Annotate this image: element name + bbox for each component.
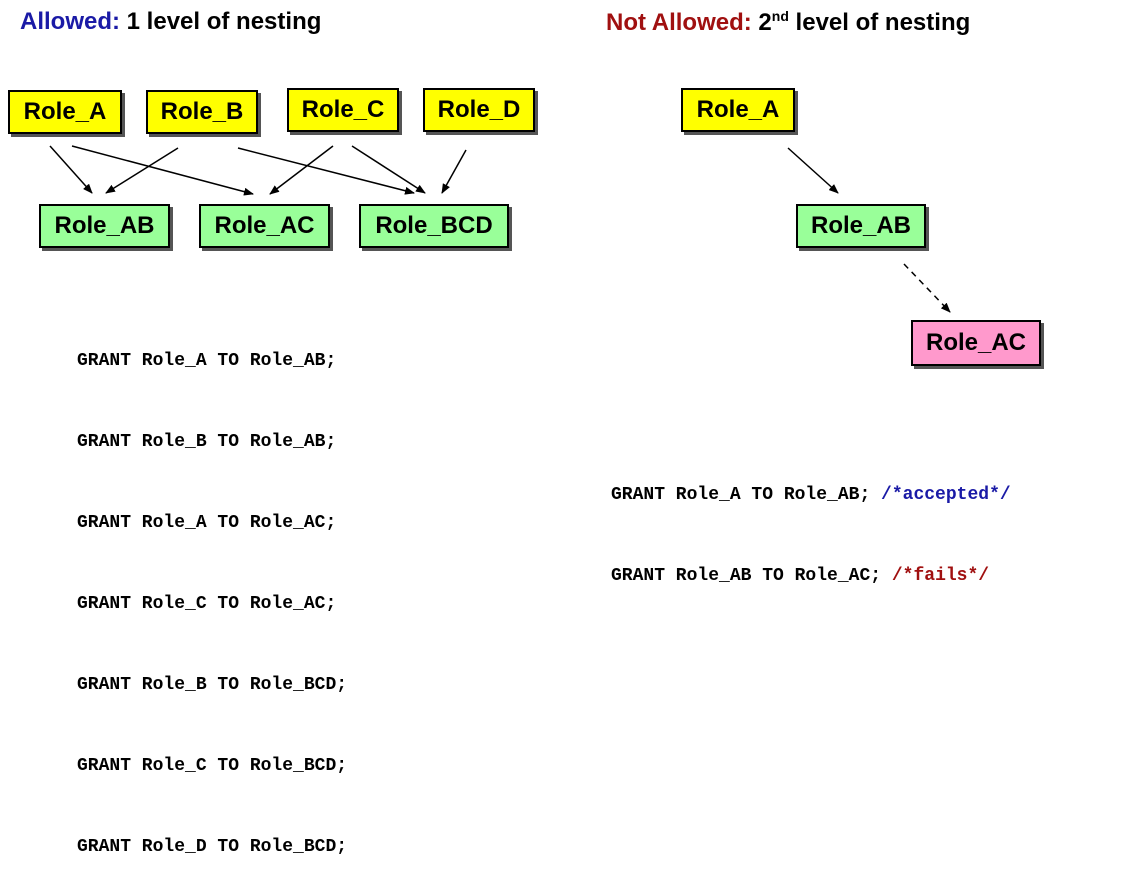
role-box-role-a-right: Role_A bbox=[681, 88, 795, 132]
not-allowed-grant-statements: GRANT Role_A TO Role_AB; /*accepted*/ GR… bbox=[611, 428, 1011, 617]
grant-statement-text: GRANT Role_AB TO Role_AC; bbox=[611, 566, 892, 586]
not-allowed-heading: Not Allowed: 2nd level of nesting bbox=[606, 8, 970, 37]
allowed-heading-text: 1 level of nesting bbox=[120, 8, 322, 35]
arrow-role-a-to-role-ac bbox=[71, 145, 254, 196]
nesting-level-suffix: nd bbox=[771, 8, 789, 24]
role-box-role-d: Role_D bbox=[423, 88, 535, 132]
role-box-role-c: Role_C bbox=[287, 88, 399, 132]
role-box-role-ac-rejected: Role_AC bbox=[911, 320, 1041, 366]
grant-statement: GRANT Role_B TO Role_BCD; bbox=[77, 675, 348, 695]
arrow-role-d-to-role-bcd bbox=[441, 149, 467, 194]
accepted-comment: /*accepted*/ bbox=[881, 485, 1011, 505]
arrow-role-a-to-role-ab bbox=[49, 145, 93, 194]
nesting-level-number: 2 bbox=[751, 9, 772, 36]
grant-statement-accepted: GRANT Role_A TO Role_AB; /*accepted*/ bbox=[611, 482, 1011, 509]
grant-arrows bbox=[49, 145, 951, 313]
arrow-role-c-to-role-ac bbox=[269, 145, 334, 195]
allowed-label: Allowed: bbox=[20, 8, 120, 35]
fails-comment: /*fails*/ bbox=[891, 566, 990, 586]
role-box-role-ac: Role_AC bbox=[199, 204, 330, 248]
grant-statement: GRANT Role_B TO Role_AB; bbox=[77, 432, 337, 452]
arrow-role-ab-to-role-ac-dashed bbox=[903, 263, 951, 313]
grant-statement: GRANT Role_A TO Role_AB; bbox=[77, 351, 337, 371]
not-allowed-heading-text: level of nesting bbox=[788, 9, 971, 36]
arrow-role-b-to-role-ab bbox=[105, 147, 179, 194]
not-allowed-label: Not Allowed: bbox=[606, 9, 752, 36]
grant-statement: GRANT Role_D TO Role_BCD; bbox=[77, 837, 348, 857]
grant-statement-fails: GRANT Role_AB TO Role_AC; /*fails*/ bbox=[611, 563, 1011, 590]
role-box-role-bcd: Role_BCD bbox=[359, 204, 509, 248]
role-box-role-a: Role_A bbox=[8, 90, 122, 134]
grant-statement: GRANT Role_C TO Role_AC; bbox=[77, 594, 337, 614]
allowed-grant-statements: GRANT Role_A TO Role_AB; GRANT Role_B TO… bbox=[77, 294, 347, 888]
role-box-role-b: Role_B bbox=[146, 90, 258, 134]
grant-statement: GRANT Role_C TO Role_BCD; bbox=[77, 756, 348, 776]
grant-statement-text: GRANT Role_A TO Role_AB; bbox=[611, 485, 882, 505]
role-box-role-ab-right: Role_AB bbox=[796, 204, 926, 248]
allowed-heading: Allowed: 1 level of nesting bbox=[20, 8, 321, 36]
arrow-role-c-to-role-bcd bbox=[351, 145, 426, 194]
grant-statement: GRANT Role_A TO Role_AC; bbox=[77, 513, 337, 533]
arrow-role-a-to-role-ab-right bbox=[787, 147, 839, 194]
role-box-role-ab: Role_AB bbox=[39, 204, 170, 248]
arrow-role-b-to-role-bcd bbox=[237, 147, 415, 195]
